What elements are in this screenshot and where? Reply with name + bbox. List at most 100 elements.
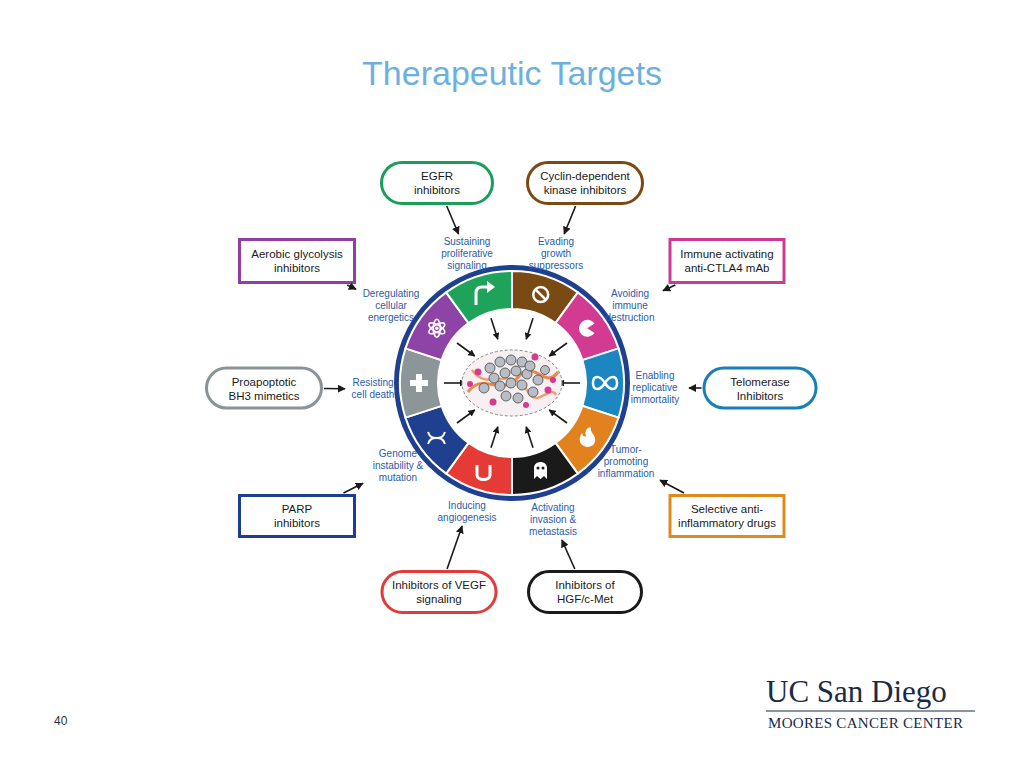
hallmark-tag: Enabling replicative immortality	[623, 370, 687, 406]
ghost-icon	[534, 462, 547, 479]
pointer-arrow	[689, 387, 702, 389]
vessel-icon	[477, 465, 490, 480]
slide-title: Therapeutic Targets	[0, 54, 1024, 93]
hallmark-label: Genome instability & mutation	[365, 448, 431, 484]
inward-arrow	[549, 343, 567, 356]
hallmark-tag: Deregulating cellular energetics	[358, 288, 424, 324]
immune-cell	[532, 354, 539, 361]
tumor-cell	[495, 381, 505, 391]
drug-label: Cyclin-dependent kinase inhibitors	[533, 169, 637, 197]
drug-label: EGFR inhibitors	[407, 169, 467, 197]
hallmark-tag: Genome instability & mutation	[365, 448, 431, 484]
pointer-arrow	[447, 526, 462, 569]
drug-label: Aerobic glycolysis inhibitors	[243, 247, 351, 275]
immune-cell	[467, 381, 473, 387]
logo-rule	[766, 710, 975, 711]
dna-icon	[428, 432, 445, 444]
tumor-cell	[517, 380, 527, 390]
hallmark-tag: Sustaining proliferative signaling	[435, 236, 499, 272]
hallmark-tag: Resisting cell death	[347, 377, 399, 401]
drug-label: Selective anti-inflammatory drugs	[673, 502, 781, 530]
inward-arrow	[491, 318, 498, 339]
hallmark-label: Activating invasion & metastasis	[521, 502, 585, 538]
atom-icon	[427, 321, 446, 336]
inward-arrow	[491, 427, 498, 448]
pointer-arrow	[324, 388, 345, 390]
tumor-cell	[495, 357, 505, 367]
drug-box: Immune activating anti-CTLA4 mAb	[669, 238, 786, 284]
hallmark-label: Avoiding immune destruction	[599, 288, 661, 324]
tumor-cells	[479, 355, 550, 403]
hallmark-tag: Avoiding immune destruction	[599, 288, 661, 324]
hallmark-tag: Tumor-promoting inflammation	[594, 444, 658, 480]
arrow-icon	[476, 287, 488, 305]
dna-icon	[428, 432, 445, 444]
drug-label: Inhibitors of HGF/c-Met	[543, 578, 627, 606]
inward-arrow	[457, 410, 475, 423]
inward-arrow	[457, 343, 475, 356]
hallmark-tag: Activating invasion & metastasis	[521, 502, 585, 538]
hallmark-label: Enabling replicative immortality	[623, 370, 687, 406]
tumor-cell	[501, 391, 511, 401]
inward-arrow	[549, 410, 567, 423]
immune-cell	[550, 377, 556, 383]
pointer-arrow	[347, 285, 356, 289]
logo-wordmark: UC San Diego	[766, 674, 947, 710]
atom-icon	[435, 327, 439, 331]
drug-label: Proapoptotic BH3 mimetics	[220, 374, 308, 402]
immune-cells	[467, 354, 556, 409]
drug-box: Selective anti-inflammatory drugs	[669, 494, 786, 538]
immune-cell	[523, 402, 529, 408]
inward-arrows	[444, 318, 580, 447]
page-number: 40	[54, 714, 67, 728]
pointer-arrow	[660, 480, 684, 493]
hallmark-ring	[397, 268, 627, 498]
drug-label: Immune activating anti-CTLA4 mAb	[673, 247, 781, 275]
tumor-cell	[500, 368, 510, 378]
drug-box: EGFR inhibitors	[380, 161, 494, 205]
flame-icon	[580, 428, 595, 447]
arrow-icon	[487, 281, 495, 293]
immune-cell	[545, 387, 552, 394]
tumor-cell	[541, 366, 550, 375]
hallmark-label: Sustaining proliferative signaling	[435, 236, 499, 272]
drug-box: Cyclin-dependent kinase inhibitors	[526, 161, 644, 205]
drug-box: PARP inhibitors	[238, 494, 356, 538]
hallmark-label: Inducing angiogenesis	[432, 500, 502, 524]
pointer-arrow	[447, 206, 459, 234]
hallmark-tag: Inducing angiogenesis	[432, 500, 502, 524]
hallmark-label: Resisting cell death	[347, 377, 399, 401]
inward-arrow	[526, 318, 533, 339]
drug-label: Telomerase Inhibitors	[724, 374, 796, 402]
infinity-icon	[593, 377, 617, 389]
pointer-arrow	[663, 285, 675, 291]
tumor-cell	[533, 375, 543, 385]
tumor-cell	[506, 378, 516, 388]
inward-arrow	[526, 427, 533, 448]
tumor-cell	[525, 361, 535, 371]
drug-box: Aerobic glycolysis inhibitors	[238, 238, 356, 284]
stop-icon	[535, 289, 546, 300]
drug-box: Inhibitors of HGF/c-Met	[527, 570, 643, 614]
drug-box: Inhibitors of VEGF signaling	[381, 570, 498, 614]
hallmark-label: Tumor-promoting inflammation	[594, 444, 658, 480]
tumor-cell	[513, 393, 523, 403]
pointer-arrow	[564, 206, 575, 234]
logo-subtitle: MOORES CANCER CENTER	[768, 715, 963, 732]
tumor-cell	[485, 363, 495, 373]
atom-icon	[433, 319, 440, 337]
hallmark-label: Deregulating cellular energetics	[358, 288, 424, 324]
immune-cell	[490, 399, 497, 406]
drug-label: Inhibitors of VEGF signaling	[390, 578, 488, 606]
atom-icon	[427, 321, 446, 336]
ghost-icon	[537, 467, 540, 470]
hallmark-tag: Evading growth suppressors	[524, 236, 588, 272]
ring-segment	[556, 292, 619, 360]
immune-cell	[475, 369, 482, 376]
ring-segment	[446, 271, 512, 323]
pointer-arrow	[343, 483, 363, 493]
hallmark-label: Evading growth suppressors	[524, 236, 588, 272]
